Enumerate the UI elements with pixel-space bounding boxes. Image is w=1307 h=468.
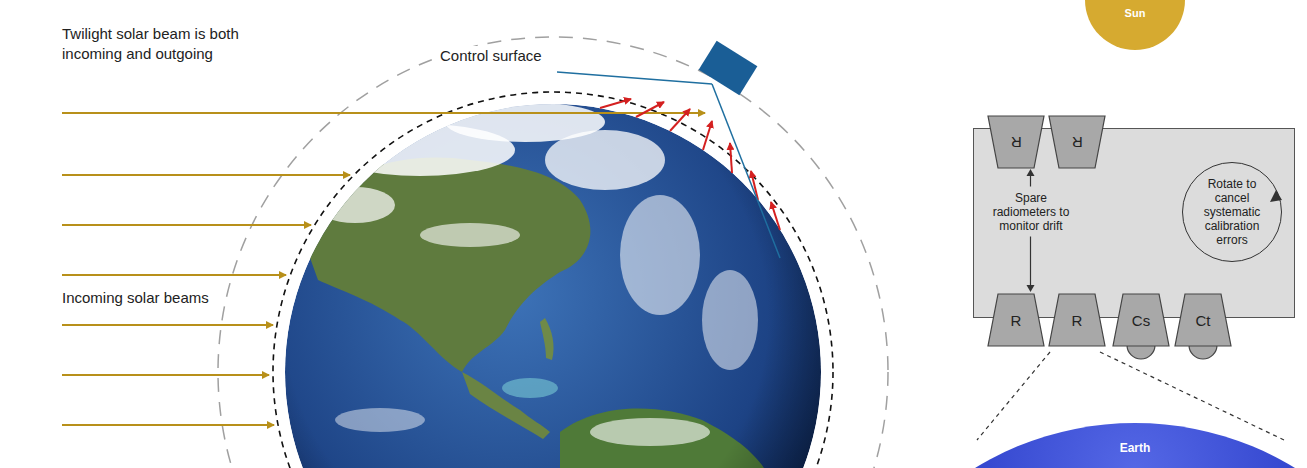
node-text: Earth xyxy=(828,441,1307,455)
satellite-body xyxy=(699,41,758,95)
radiometer-body xyxy=(1049,116,1105,168)
control-surface xyxy=(273,92,833,468)
sun-shape: Sun xyxy=(1085,0,1185,50)
radiometer: R xyxy=(988,116,1044,168)
lens xyxy=(1127,345,1155,359)
radiometer: Ct xyxy=(1175,294,1231,346)
radiometer: R xyxy=(1049,294,1105,346)
field-of-view xyxy=(977,352,1050,440)
radiometer-body xyxy=(1113,294,1169,346)
node-text: Cs xyxy=(1132,312,1150,329)
radiometer-body xyxy=(1049,294,1105,346)
outgoing-arrows xyxy=(600,99,780,230)
annotation-label: Twilight solar beam is both incoming and… xyxy=(60,24,279,64)
pointer-line xyxy=(1030,237,1031,287)
earth-shape: Earth xyxy=(828,423,1307,468)
solar-beam xyxy=(62,224,311,226)
solar-beam xyxy=(62,374,269,376)
rotation-circle: Rotate to cancel systematic calibration … xyxy=(1182,162,1282,262)
pointer-line xyxy=(1030,175,1031,187)
outgoing-arrow xyxy=(703,121,712,150)
outgoing-arrow xyxy=(600,99,631,108)
outer-orbit xyxy=(218,37,888,468)
solar-beam xyxy=(62,174,350,176)
radiometer-body xyxy=(1175,294,1231,346)
view-line xyxy=(557,72,712,84)
solar-beam xyxy=(62,324,273,326)
rotation-arrowhead xyxy=(1270,190,1282,202)
node-text: R xyxy=(1072,312,1083,329)
solar-beams xyxy=(62,113,705,425)
pointer-head xyxy=(1027,169,1035,176)
outgoing-arrow xyxy=(636,102,664,117)
satellite xyxy=(699,41,758,95)
outgoing-arrow xyxy=(771,202,780,230)
view-line xyxy=(712,84,780,258)
radiometer: R xyxy=(988,294,1044,346)
node-text: Sun xyxy=(1085,7,1185,19)
node-text: R xyxy=(1011,134,1022,151)
node-text: Spare radiometers to monitor drift xyxy=(986,191,1076,233)
twilight-beam xyxy=(62,112,705,114)
node-text: R xyxy=(1072,134,1083,151)
radiometer: Cs xyxy=(1113,294,1169,346)
outgoing-arrow xyxy=(730,143,732,173)
annotation-label: Incoming solar beams xyxy=(60,288,211,308)
radiometer: R xyxy=(1049,116,1105,168)
node-text: R xyxy=(1011,312,1022,329)
solar-beam xyxy=(62,274,286,276)
node-text: Ct xyxy=(1196,312,1211,329)
instrument-box: Spare radiometers to monitor drift R R Rota… xyxy=(973,128,1295,318)
outgoing-arrow xyxy=(670,109,690,131)
lens xyxy=(1189,345,1217,359)
node-text: Rotate to cancel systematic calibration … xyxy=(1195,177,1269,247)
solar-beam xyxy=(62,424,274,426)
radiometer-body xyxy=(988,294,1044,346)
radiometer-body xyxy=(988,116,1044,168)
pointer-head xyxy=(1027,285,1035,292)
annotation-label: Control surface xyxy=(438,46,544,66)
